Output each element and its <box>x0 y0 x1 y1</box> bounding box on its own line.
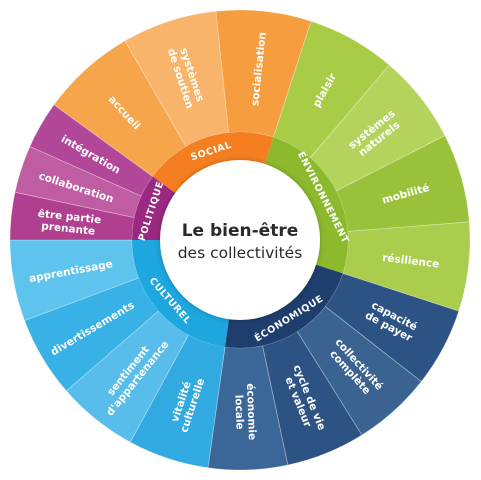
dimension-band-social <box>152 132 274 195</box>
center-disc: Le bien-être des collectivités <box>160 160 320 320</box>
center-title: Le bien-être <box>182 221 299 241</box>
segment-label-etre-partie-prenante: être partieprenante <box>36 208 102 239</box>
center-subtitle: des collectivités <box>178 244 303 262</box>
dimension-band-environnement <box>264 137 349 274</box>
center-circle <box>160 160 320 320</box>
dimension-band-politique <box>132 176 177 240</box>
segment-label-economie-locale: économielocale <box>232 383 258 441</box>
